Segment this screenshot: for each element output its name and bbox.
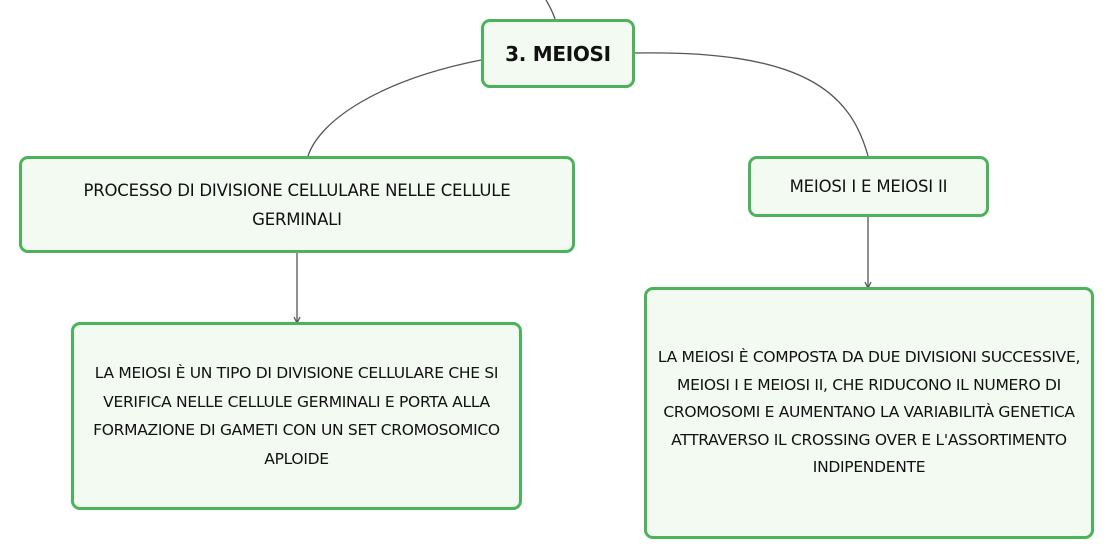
node-composizione-meiosi[interactable]: LA MEIOSI È COMPOSTA DA DUE DIVISIONI SU… [644, 287, 1094, 539]
connector-root-to-right [634, 52, 869, 157]
node-right-label: MEIOSI I E MEIOSI II [789, 177, 948, 196]
connector-root-to-left [307, 59, 482, 157]
node-root-label: 3. MEIOSI [505, 41, 611, 66]
node-right-child-label: LA MEIOSI È COMPOSTA DA DUE DIVISIONI SU… [657, 348, 1081, 477]
node-left-label: PROCESSO DI DIVISIONE CELLULARE NELLE CE… [83, 180, 511, 229]
node-left-child-label: LA MEIOSI È UN TIPO DI DIVISIONE CELLULA… [93, 364, 500, 468]
node-meiosi-i-ii[interactable]: MEIOSI I E MEIOSI II [748, 156, 989, 217]
node-processo-divisione[interactable]: PROCESSO DI DIVISIONE CELLULARE NELLE CE… [19, 156, 575, 253]
node-root-meiosi[interactable]: 3. MEIOSI [481, 19, 635, 88]
connector-incoming-root [545, 0, 556, 20]
node-descrizione-meiosi[interactable]: LA MEIOSI È UN TIPO DI DIVISIONE CELLULA… [71, 322, 522, 510]
